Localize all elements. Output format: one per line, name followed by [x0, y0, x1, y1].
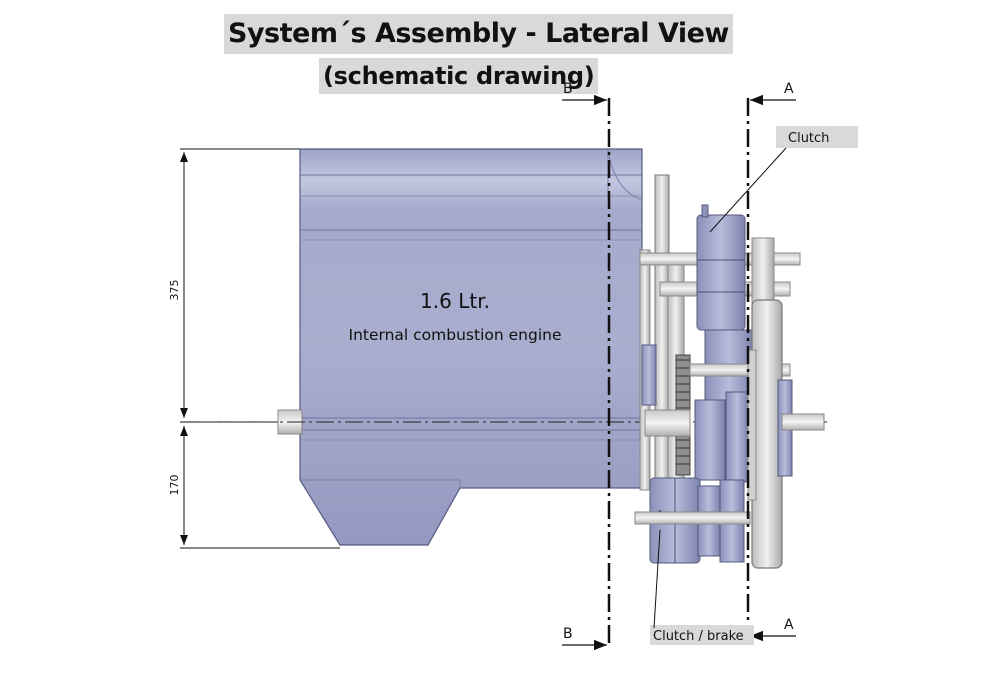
- section-b-top-label: B: [563, 81, 573, 97]
- dimension-lower-label: 170: [168, 475, 181, 496]
- transmission-assembly: [634, 174, 825, 569]
- section-line-a: [746, 94, 796, 648]
- clutch-label: Clutch: [788, 131, 829, 146]
- engine-housing: [299, 148, 643, 546]
- clutch-callout: Clutch: [709, 126, 858, 233]
- clutch-brake-label: Clutch / brake: [653, 629, 744, 644]
- diagram-subtitle: (schematic drawing): [319, 58, 599, 94]
- section-b-bottom-label: B: [563, 626, 573, 642]
- dimension-upper-label: 375: [168, 280, 181, 301]
- section-a-bottom-label: A: [784, 617, 794, 633]
- diagram-title: System´s Assembly - Lateral View: [224, 14, 733, 54]
- engine-description-label: Internal combustion engine: [349, 326, 562, 344]
- clutch-brake-callout: Clutch / brake: [650, 529, 754, 645]
- engine-volume-label: 1.6 Ltr.: [420, 289, 490, 313]
- section-a-top-label: A: [784, 81, 794, 97]
- section-line-b: [562, 94, 611, 651]
